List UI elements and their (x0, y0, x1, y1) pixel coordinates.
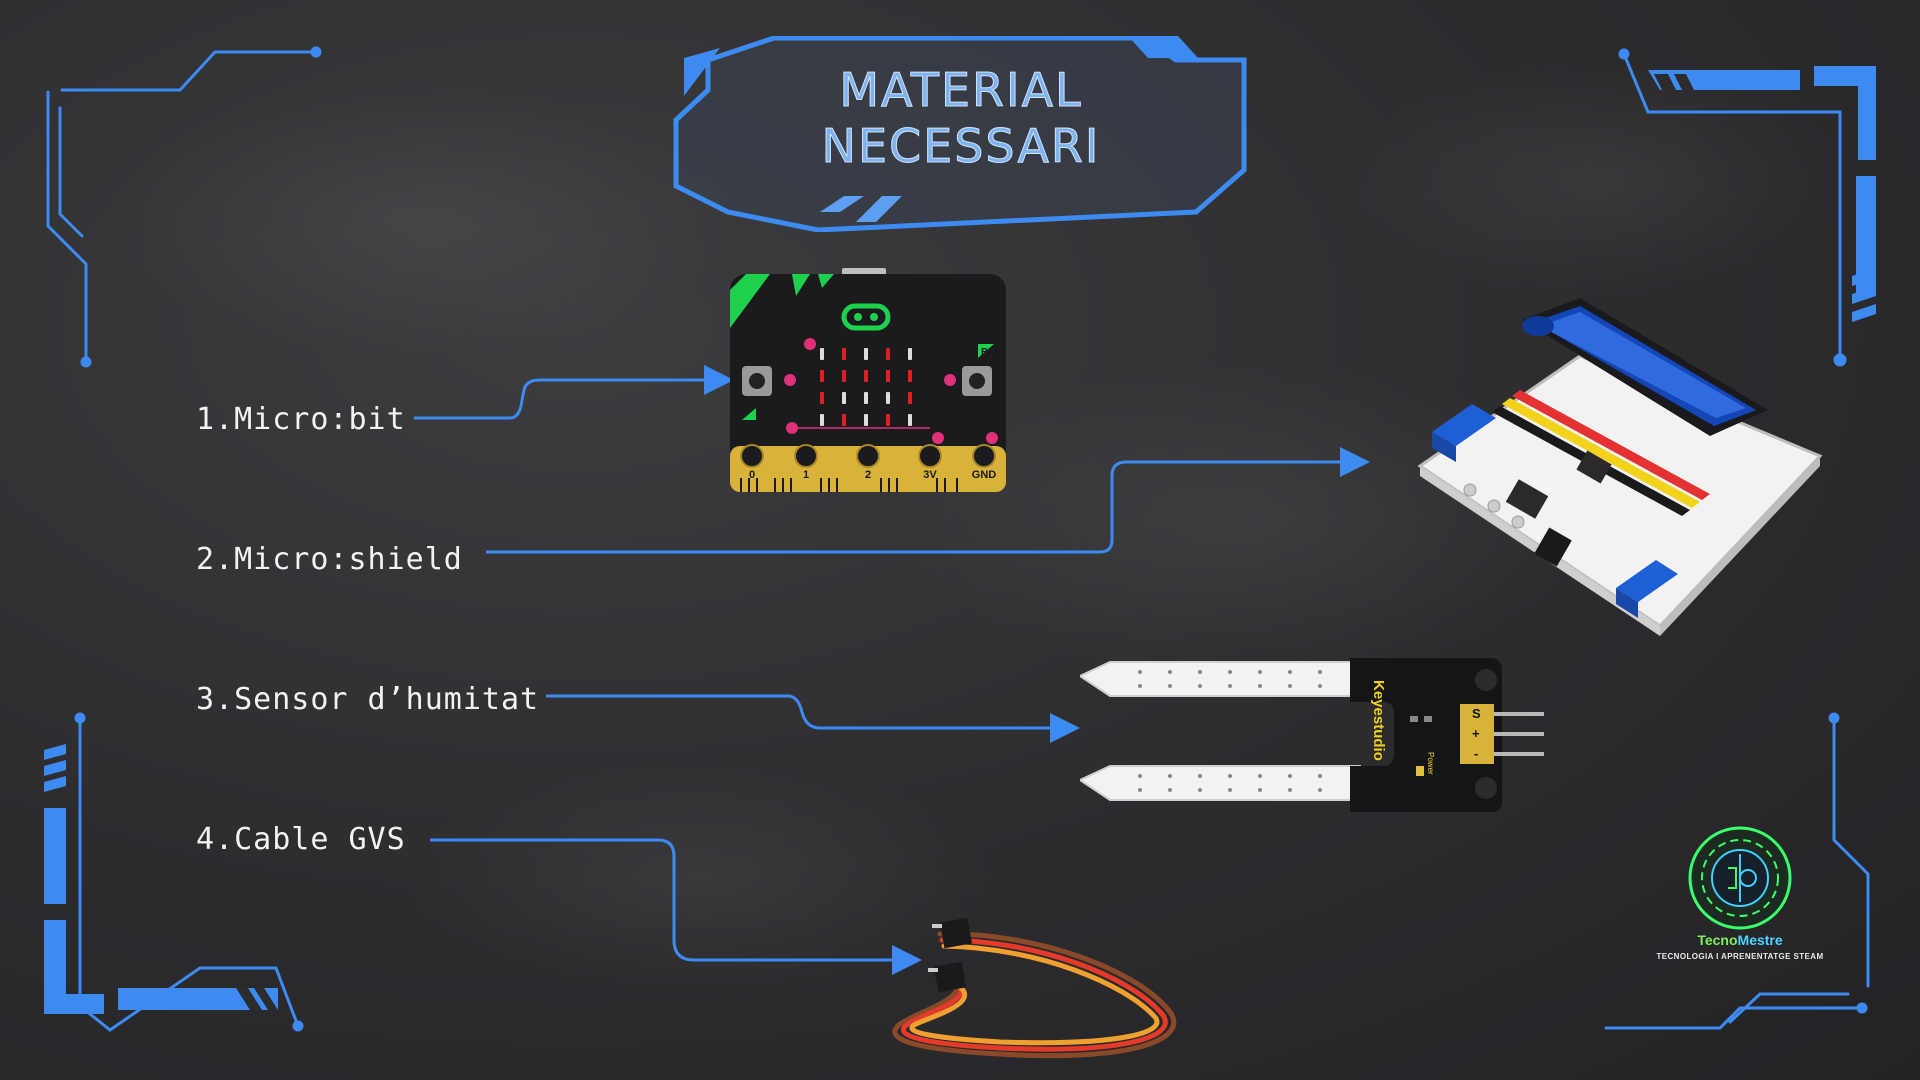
gear-logo-icon (1688, 826, 1792, 930)
sensor-pin-plus-label: + (1472, 726, 1480, 741)
microbit-board: B 0 (730, 268, 1006, 492)
logo-name-part-2: Mestre (1737, 932, 1783, 948)
gvs-cable (892, 917, 1177, 1059)
logo-name-part-1: Tecno (1697, 932, 1738, 948)
microshield-board (1417, 298, 1823, 636)
arrow-microshield (486, 447, 1370, 554)
page-title: MATERIAL NECESSARI (668, 62, 1254, 174)
sensor-pin-minus-label: - (1474, 746, 1478, 761)
item-microshield-label: 2.Micro:shield (196, 542, 463, 577)
item-microbit-label: 1.Micro:bit (196, 402, 406, 437)
pin-3v-label: 3V (923, 469, 937, 481)
arrow-microbit (414, 365, 734, 420)
item-humidity-sensor-label: 3.Sensor d’humitat (196, 682, 540, 717)
pin-gnd-label: GND (972, 469, 997, 481)
title-line-1: MATERIAL (839, 63, 1083, 118)
pin-0-label: 0 (749, 469, 755, 481)
sensor-pin-s-label: S (1472, 706, 1481, 721)
item-gvs-cable-label: 4.Cable GVS (196, 822, 406, 857)
logo-name: TecnoMestre (1640, 932, 1840, 948)
button-b-label: B (981, 347, 988, 358)
humidity-sensor: S + - Keyestudio Power (1080, 658, 1544, 812)
title-line-2: NECESSARI (821, 119, 1101, 174)
sensor-brand-label: Keyestudio (1370, 680, 1387, 761)
sensor-power-label: Power (1426, 752, 1435, 775)
logo-tagline: TECNOLOGIA I APRENENTATGE STEAM (1656, 952, 1824, 961)
pin-2-label: 2 (865, 469, 871, 481)
pin-1-label: 1 (803, 469, 809, 481)
title-frame (673, 36, 1247, 232)
arrow-humidity-sensor (546, 694, 1080, 743)
arrow-gvs-cable (430, 838, 922, 975)
